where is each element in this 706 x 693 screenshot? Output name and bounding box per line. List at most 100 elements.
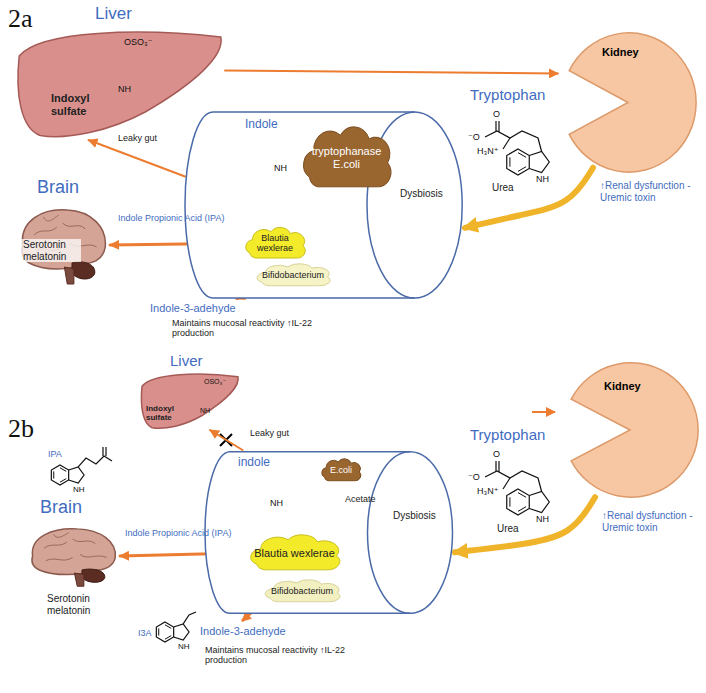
node-text: Blautia wexlerae (254, 547, 335, 560)
edge-label: Urea (492, 182, 514, 194)
node-text: Kidney (604, 380, 641, 393)
pyrrole-ring (174, 624, 189, 640)
benzene-ring (507, 489, 530, 515)
chem-group: H₃N⁺ (477, 146, 498, 156)
liver-organ: LiverIndoxyl sulfate (15, 28, 225, 140)
chem-atom: ⁻O (468, 132, 480, 142)
brain-outline (46, 558, 73, 561)
side-chain (498, 461, 499, 472)
chem-atom: NH (536, 174, 549, 184)
edge-label: Leaky gut (118, 133, 157, 143)
node-text: Liver (170, 352, 203, 369)
side-chain (102, 447, 103, 456)
liver-outline (141, 374, 238, 428)
kidney-organ: Kidney↑Renal dysfunction -Uremic toxin (558, 30, 698, 175)
chem-atom: O (493, 109, 500, 119)
chem-atom: NH (73, 485, 85, 494)
brain-outline (73, 539, 96, 544)
molecule-name: I3A (138, 628, 152, 638)
node-text: Indole (245, 118, 278, 132)
double-bond (509, 497, 510, 506)
gut-tube: IndoleDysbiosistryptophanase E.coliBlaut… (185, 110, 465, 300)
bacteria-cloud: tryptophanase E.coli (295, 122, 398, 194)
kidney-organ: Kidney↑Renal dysfunction -Uremic toxin (560, 360, 700, 500)
bacteria-cloud: Bifidobacterium (258, 578, 346, 604)
side-chain (503, 478, 510, 489)
panel-letter: 2a (8, 4, 33, 34)
double-bond (509, 157, 510, 166)
kidney-outline (569, 33, 696, 172)
double-bond (53, 471, 54, 478)
chem-group: H₃N⁺ (477, 486, 498, 496)
double-bond (518, 167, 526, 172)
node-text: Brain (40, 497, 82, 518)
node-text: Serotonin melatonin (21, 239, 81, 262)
cloud-outline (257, 264, 330, 286)
edge-label: Urea (497, 523, 519, 535)
node-text: Serotonin melatonin (47, 593, 109, 616)
molecule-name: Tryptophan (470, 86, 545, 103)
cloud-outline (304, 127, 391, 187)
kidney-outline (571, 363, 698, 497)
node-text: Bifidobacterium (262, 270, 324, 280)
double-bond (60, 468, 66, 472)
chem-atom: ⁻O (468, 472, 480, 482)
side-chain (498, 121, 499, 132)
liver-outline (18, 32, 221, 136)
node-text: Dysbiosis (393, 510, 445, 522)
node-text: Liver (95, 4, 132, 24)
flow-arrow (455, 497, 595, 552)
double-bond (518, 153, 526, 158)
molecule-name: IPA (48, 449, 62, 459)
double-bond (60, 479, 66, 483)
node-text: tryptophanase E.coli (303, 145, 390, 170)
bacteria-cloud: Blautia wexlerae (242, 532, 347, 574)
liver-organ: LiverIndoxyl sulfate (140, 372, 240, 430)
side-chain (78, 456, 112, 467)
cloud-outline (265, 580, 340, 602)
pyrrole-ring (529, 151, 549, 172)
metabolite-name: Indole-3-adehyde (200, 625, 286, 638)
edge-label: Leaky gut (250, 428, 289, 438)
node-text: Brain (37, 177, 79, 198)
metabolite-name: Indole-3-adehyde (150, 302, 236, 315)
gut-outline (185, 112, 462, 298)
brain-outline (34, 227, 57, 235)
pyrrole-ring (529, 491, 549, 512)
side-chain (485, 471, 542, 492)
double-bond (518, 507, 526, 512)
chemical-structures (51, 50, 549, 642)
node-text: Bifidobacterium (271, 586, 333, 596)
node-text: Indoxyl sulfate (146, 404, 188, 422)
chem-atom: O (493, 449, 500, 459)
flow-arrow (465, 168, 593, 228)
gut-tube: indoleDysbiosis E.coliBlautia wexleraeBif… (205, 450, 455, 615)
side-chain (183, 612, 196, 624)
pyrrole-ring (69, 467, 84, 483)
panel-letter: 2b (8, 414, 34, 444)
bacteria-cloud: E.coli (318, 457, 364, 483)
liver-shape (15, 28, 225, 140)
node-text: Kidney (602, 46, 639, 59)
side-chain (495, 121, 496, 131)
side-chain (495, 461, 496, 471)
brain-outline (44, 542, 67, 548)
molecule-name: Tryptophan (470, 426, 545, 443)
gut-outline (205, 452, 453, 614)
node-text: ↑Renal dysfunction -Uremic toxin (600, 180, 694, 203)
node-text: Blautia wexlerae (248, 233, 302, 254)
effect-note: Maintains mucosal reactivity ↑IL-22 prod… (205, 645, 353, 666)
double-bond (165, 625, 171, 629)
bacteria-cloud: Blautia wexlerae (240, 225, 310, 262)
bacteria-cloud: Bifidobacterium (250, 262, 336, 288)
cloud-outline (322, 459, 361, 481)
chem-atom: NH (536, 514, 549, 524)
node-text: indole (238, 456, 270, 470)
benzene-ring (51, 465, 68, 485)
toxin-arrow (532, 411, 555, 413)
brain-shape (25, 525, 120, 587)
brain-organ: BrainSerotonin melatonin (15, 205, 110, 285)
node-text: ↑Renal dysfunction -Uremic toxin (602, 510, 696, 533)
brain-organ: BrainSerotonin melatonin (25, 525, 120, 587)
flow-arrow (210, 430, 243, 450)
